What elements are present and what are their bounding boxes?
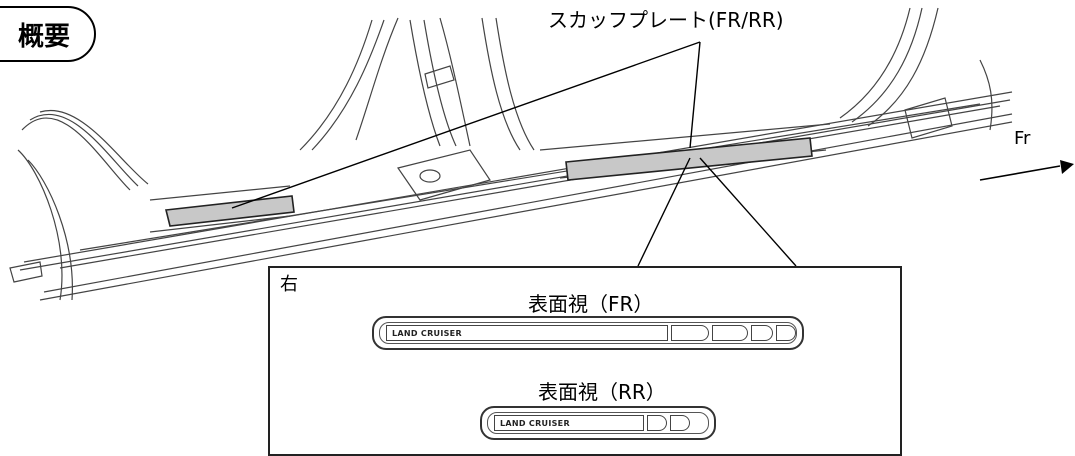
detail-leader-right bbox=[699, 157, 797, 267]
surface-view-fr-title: 表面視（FR） bbox=[528, 292, 654, 316]
scuff-plate-fr-outline: LAND CRUISER bbox=[372, 316, 804, 350]
surface-view-rr-title: 表面視（RR） bbox=[538, 380, 666, 404]
scuff-plate-rr-outline: LAND CRUISER bbox=[480, 406, 716, 440]
right-side-label: 右 bbox=[280, 274, 298, 295]
scuff-plate-callout-label: スカッフプレート(FR/RR) bbox=[548, 8, 784, 32]
surface-view-detail-panel: 右 表面視（FR） LAND CRUISER 表面視（RR） LAND CRUI… bbox=[268, 266, 902, 456]
land-cruiser-emblem: LAND CRUISER bbox=[386, 325, 668, 341]
leader-line-front bbox=[689, 41, 701, 149]
leader-lines bbox=[231, 41, 797, 267]
front-direction-arrow bbox=[979, 160, 1074, 181]
front-direction-label: Fr bbox=[1014, 128, 1031, 149]
overview-label: 概要 bbox=[17, 21, 70, 52]
leader-line-rear bbox=[231, 41, 701, 209]
detail-leader-left bbox=[637, 157, 691, 267]
body-side-sill-drawing bbox=[9, 7, 1074, 301]
rear-scuff-plate bbox=[165, 195, 295, 227]
land-cruiser-emblem: LAND CRUISER bbox=[494, 415, 644, 431]
overview-badge: 概要 bbox=[0, 6, 96, 62]
